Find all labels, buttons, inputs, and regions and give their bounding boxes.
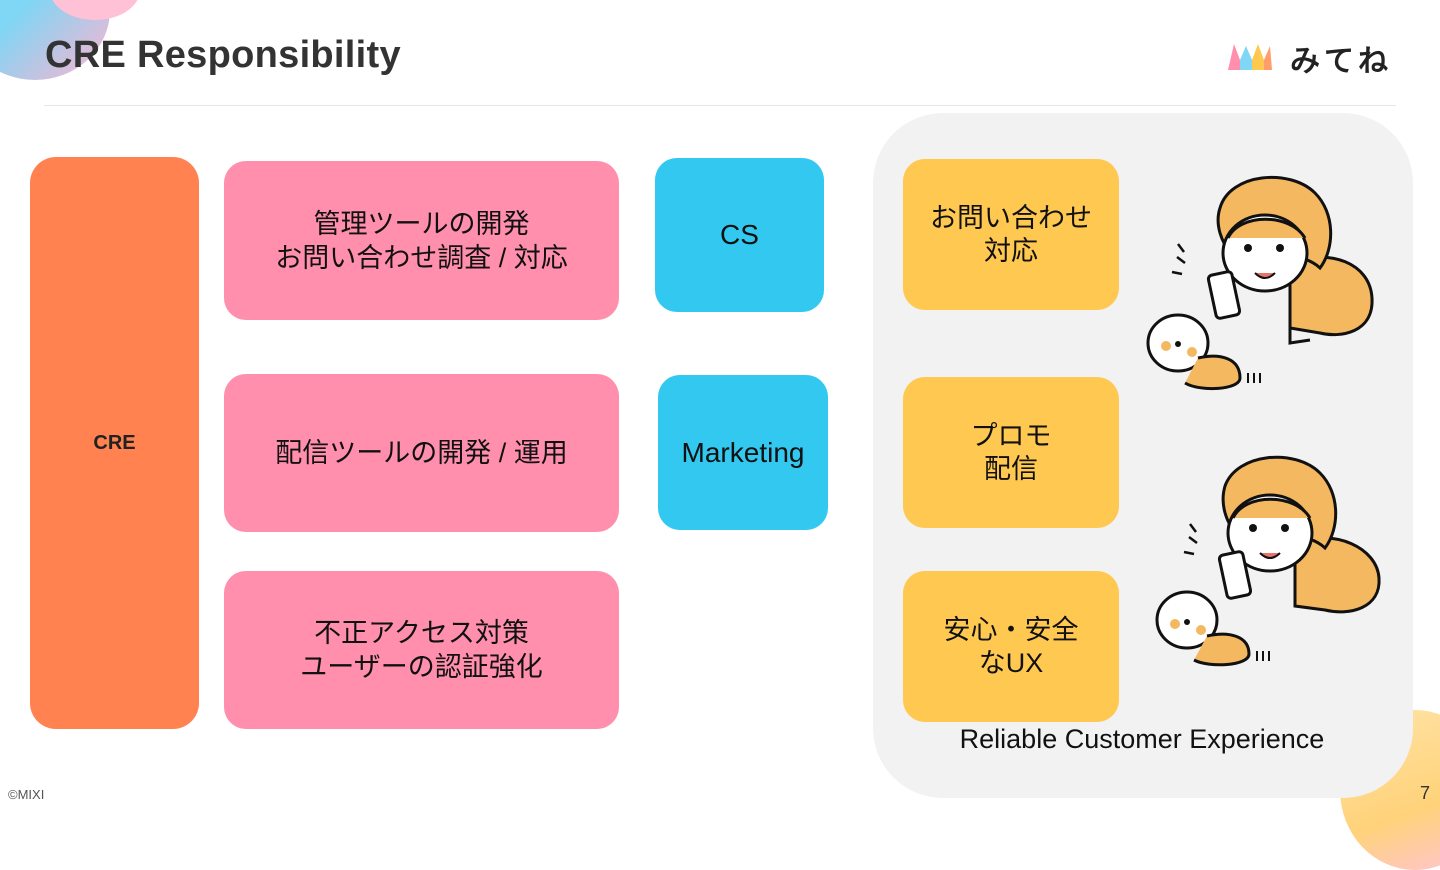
crawling-baby-icon <box>1155 455 1381 667</box>
logo-text: みてね <box>1290 45 1392 78</box>
slide-title: CRE Responsibility <box>45 34 401 76</box>
parent-with-phone-illustration-top <box>1140 168 1380 403</box>
mitene-logo-icon <box>1226 40 1274 77</box>
responsibility-delivery-tools: 配信ツールの開発 / 運用 <box>224 374 619 532</box>
copyright-notice: ©MIXI <box>8 787 45 802</box>
team-marketing-box: Marketing <box>658 375 828 530</box>
experience-promo-box: プロモ 配信 <box>903 377 1119 528</box>
responsibility-security: 不正アクセス対策 ユーザーの認証強化 <box>224 571 619 729</box>
team-cs-box: CS <box>655 158 824 312</box>
page-number: 7 <box>1419 783 1430 803</box>
brand-logo: みてね <box>1226 40 1392 78</box>
experience-panel-caption: Reliable Customer Experience <box>959 724 1325 754</box>
title-divider <box>44 105 1396 106</box>
decorative-blob-top-left-pink <box>50 0 140 20</box>
experience-inquiry-box: お問い合わせ 対応 <box>903 159 1119 310</box>
experience-ux-box: 安心・安全 なUX <box>903 571 1119 722</box>
cre-box: CRE <box>30 157 199 729</box>
parent-with-phone-icon <box>1146 175 1374 391</box>
parent-with-phone-illustration-bottom <box>1145 448 1385 678</box>
responsibility-admin-tools: 管理ツールの開発 お問い合わせ調査 / 対応 <box>224 161 619 320</box>
